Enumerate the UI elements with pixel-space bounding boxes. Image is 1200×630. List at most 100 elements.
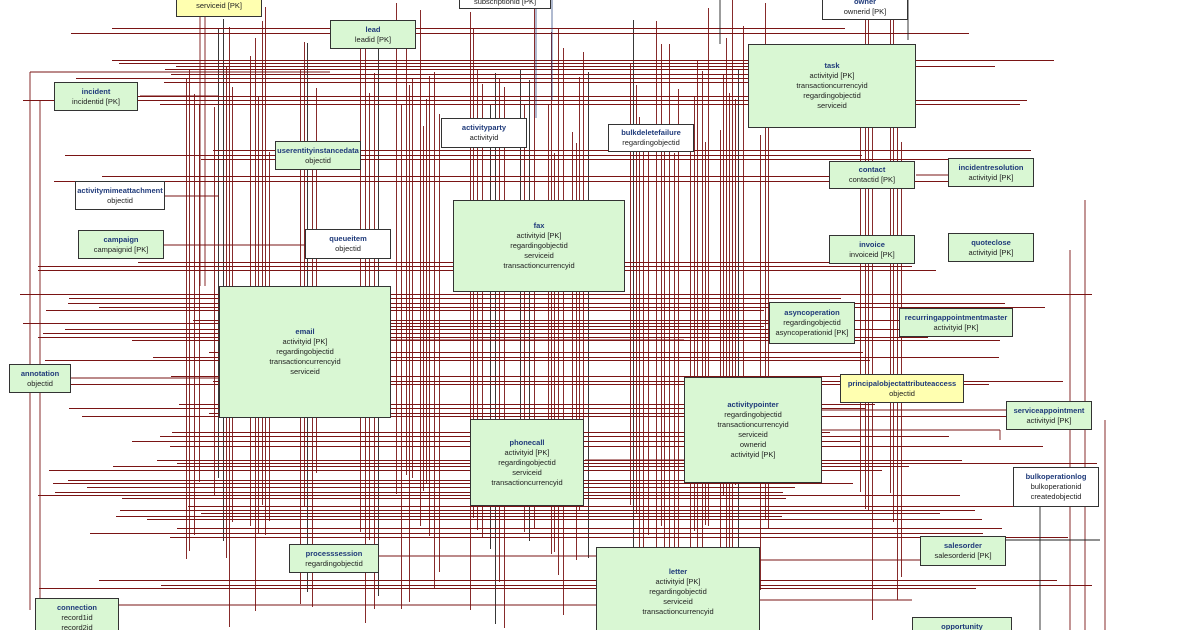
entity-attribute: serviceid [PK] — [196, 0, 242, 10]
entity-attribute: incidentid [PK] — [72, 96, 120, 106]
entity-title: asyncoperation — [784, 308, 840, 317]
entity-attribute: ownerid — [739, 440, 767, 449]
entity-title: campaign — [103, 234, 139, 244]
entity-title: principalobjectattributeaccess — [847, 378, 957, 388]
entity-title: incident — [81, 86, 111, 96]
entity-title: incidentresolution — [958, 162, 1024, 172]
entity-attribute: regardingobjectid — [649, 587, 707, 596]
entity-attribute: objectid — [27, 378, 53, 388]
entity-title: phonecall — [509, 437, 545, 447]
entity-attribute: invoiceid [PK] — [849, 249, 895, 259]
entity-attribute: activityid [PK] — [516, 231, 562, 240]
entity-attribute: regardingobjectid — [724, 410, 782, 419]
entity-opportunity: opportunity — [912, 617, 1012, 630]
entity-title: activityparty — [461, 123, 507, 132]
entity-title: contact — [858, 165, 886, 174]
entity-attribute: record2id — [61, 623, 93, 630]
entity-attribute: serviceid — [290, 367, 320, 376]
entity-attribute: transactioncurrencyid — [491, 477, 563, 487]
entity-attribute: objectid — [889, 388, 915, 398]
entity-attribute: bulkoperationid — [1030, 482, 1082, 491]
entity-title: quoteclose — [971, 237, 1011, 247]
entity-attribute: serviceid — [512, 467, 542, 477]
entity-title: lead — [365, 24, 381, 34]
entity-attribute: activityid [PK] — [504, 447, 550, 457]
entity-attribute: leadid [PK] — [354, 34, 392, 44]
entity-attribute: transactioncurrencyid — [796, 81, 868, 90]
entity-attribute: objectid — [107, 195, 133, 205]
entity-attribute: activityid [PK] — [809, 71, 855, 80]
entity-title: userentityinstancedata — [277, 145, 359, 155]
entity-attribute: activityid [PK] — [933, 322, 979, 332]
entity-title: owner — [853, 0, 877, 6]
entity-title: task — [824, 61, 840, 70]
entity-title: serviceappointment — [1013, 405, 1085, 415]
entity-attribute: transactioncurrencyid — [642, 607, 714, 616]
entity-attribute: regardingobjectid — [622, 138, 680, 147]
entity-attribute: createdobjectid — [1030, 492, 1082, 501]
entity-attribute: activityid [PK] — [655, 577, 701, 586]
entity-attribute: regardingobjectid — [510, 241, 568, 250]
entity-attribute: activityid [PK] — [968, 247, 1014, 257]
entity-title: connection — [56, 603, 97, 612]
entity-attribute: objectid — [305, 155, 331, 165]
entity-subscription: subscriptionid [PK] — [459, 0, 551, 9]
entity-attribute: serviceid — [524, 251, 554, 260]
entity-title: bulkoperationlog — [1025, 472, 1087, 481]
entity-attribute: activityid [PK] — [282, 337, 328, 346]
entity-attribute: contactid [PK] — [848, 175, 896, 184]
entity-title: annotation — [20, 368, 60, 378]
entity-title: queueitem — [329, 234, 367, 243]
entity-attribute: objectid — [335, 244, 361, 253]
entity-attribute: activityid [PK] — [968, 172, 1014, 182]
entity-attribute: subscriptionid [PK] — [473, 0, 537, 6]
entity-attribute: activityid [PK] — [1026, 415, 1072, 425]
entity-attribute: campaignid [PK] — [93, 244, 149, 254]
entity-attribute: regardingobjectid — [276, 347, 334, 356]
entity-title: activitymimeattachment — [77, 185, 163, 195]
entity-attribute: regardingobjectid — [803, 91, 861, 100]
entity-attribute: regardingobjectid — [305, 558, 363, 568]
entity-attribute: serviceid — [817, 101, 847, 110]
entity-title: activitypointer — [727, 400, 779, 409]
entity-attribute: regardingobjectid — [783, 318, 841, 327]
entity-title: recurringappointmentmaster — [904, 312, 1008, 322]
entity-attribute: record1id — [61, 613, 93, 622]
entity-attribute: salesorderid [PK] — [934, 551, 992, 560]
entity-attribute: transactioncurrencyid — [269, 357, 341, 366]
entity-attribute: activityid [PK] — [730, 450, 776, 459]
entity-attribute: asyncoperationid [PK] — [775, 328, 849, 337]
entity-attribute: ownerid [PK] — [843, 7, 887, 16]
entity-title: invoice — [859, 239, 885, 249]
entity-title: processsession — [305, 548, 363, 558]
entity-attribute: transactioncurrencyid — [717, 420, 789, 429]
entity-title: fax — [533, 221, 545, 230]
entity-attribute: transactioncurrencyid — [503, 261, 575, 270]
entity-title: letter — [668, 567, 688, 576]
entity-title: email — [295, 327, 315, 336]
